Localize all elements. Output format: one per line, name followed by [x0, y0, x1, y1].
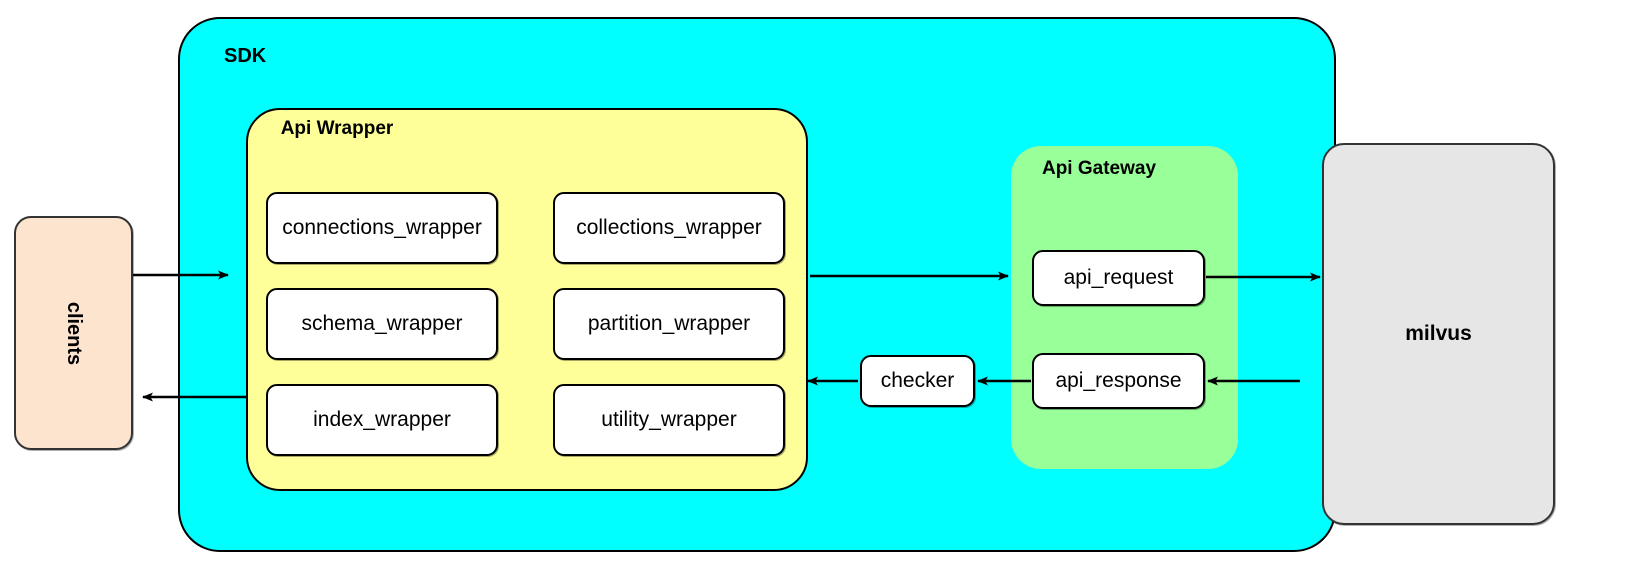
container-api-wrapper-label: Api Wrapper [280, 118, 394, 139]
node-index-wrapper[interactable]: index_wrapper [266, 384, 498, 456]
node-api-request-label: api_request [1063, 266, 1174, 289]
node-checker-label: checker [880, 369, 955, 392]
node-api-response[interactable]: api_response [1032, 353, 1205, 409]
node-utility-wrapper[interactable]: utility_wrapper [553, 384, 785, 456]
node-collections-wrapper-label: collections_wrapper [576, 216, 762, 239]
node-partition-wrapper-label: partition_wrapper [587, 312, 751, 335]
node-checker[interactable]: checker [860, 355, 975, 407]
container-sdk-label: SDK [224, 45, 267, 67]
node-milvus-label: milvus [1405, 322, 1472, 345]
container-api-gateway[interactable]: Api Gateway [1011, 146, 1238, 469]
node-milvus[interactable]: milvus [1322, 143, 1555, 525]
node-connections-wrapper-label: connections_wrapper [282, 216, 482, 239]
node-connections-wrapper[interactable]: connections_wrapper [266, 192, 498, 264]
node-clients-label: clients [62, 301, 85, 365]
node-schema-wrapper-label: schema_wrapper [301, 312, 463, 335]
node-partition-wrapper[interactable]: partition_wrapper [553, 288, 785, 360]
node-index-wrapper-label: index_wrapper [313, 408, 451, 431]
node-api-response-label: api_response [1055, 369, 1182, 392]
node-utility-wrapper-label: utility_wrapper [601, 408, 737, 431]
node-api-request[interactable]: api_request [1032, 250, 1205, 306]
container-api-gateway-label: Api Gateway [1041, 158, 1157, 179]
node-collections-wrapper[interactable]: collections_wrapper [553, 192, 785, 264]
node-clients[interactable]: clients [14, 216, 133, 450]
node-schema-wrapper[interactable]: schema_wrapper [266, 288, 498, 360]
